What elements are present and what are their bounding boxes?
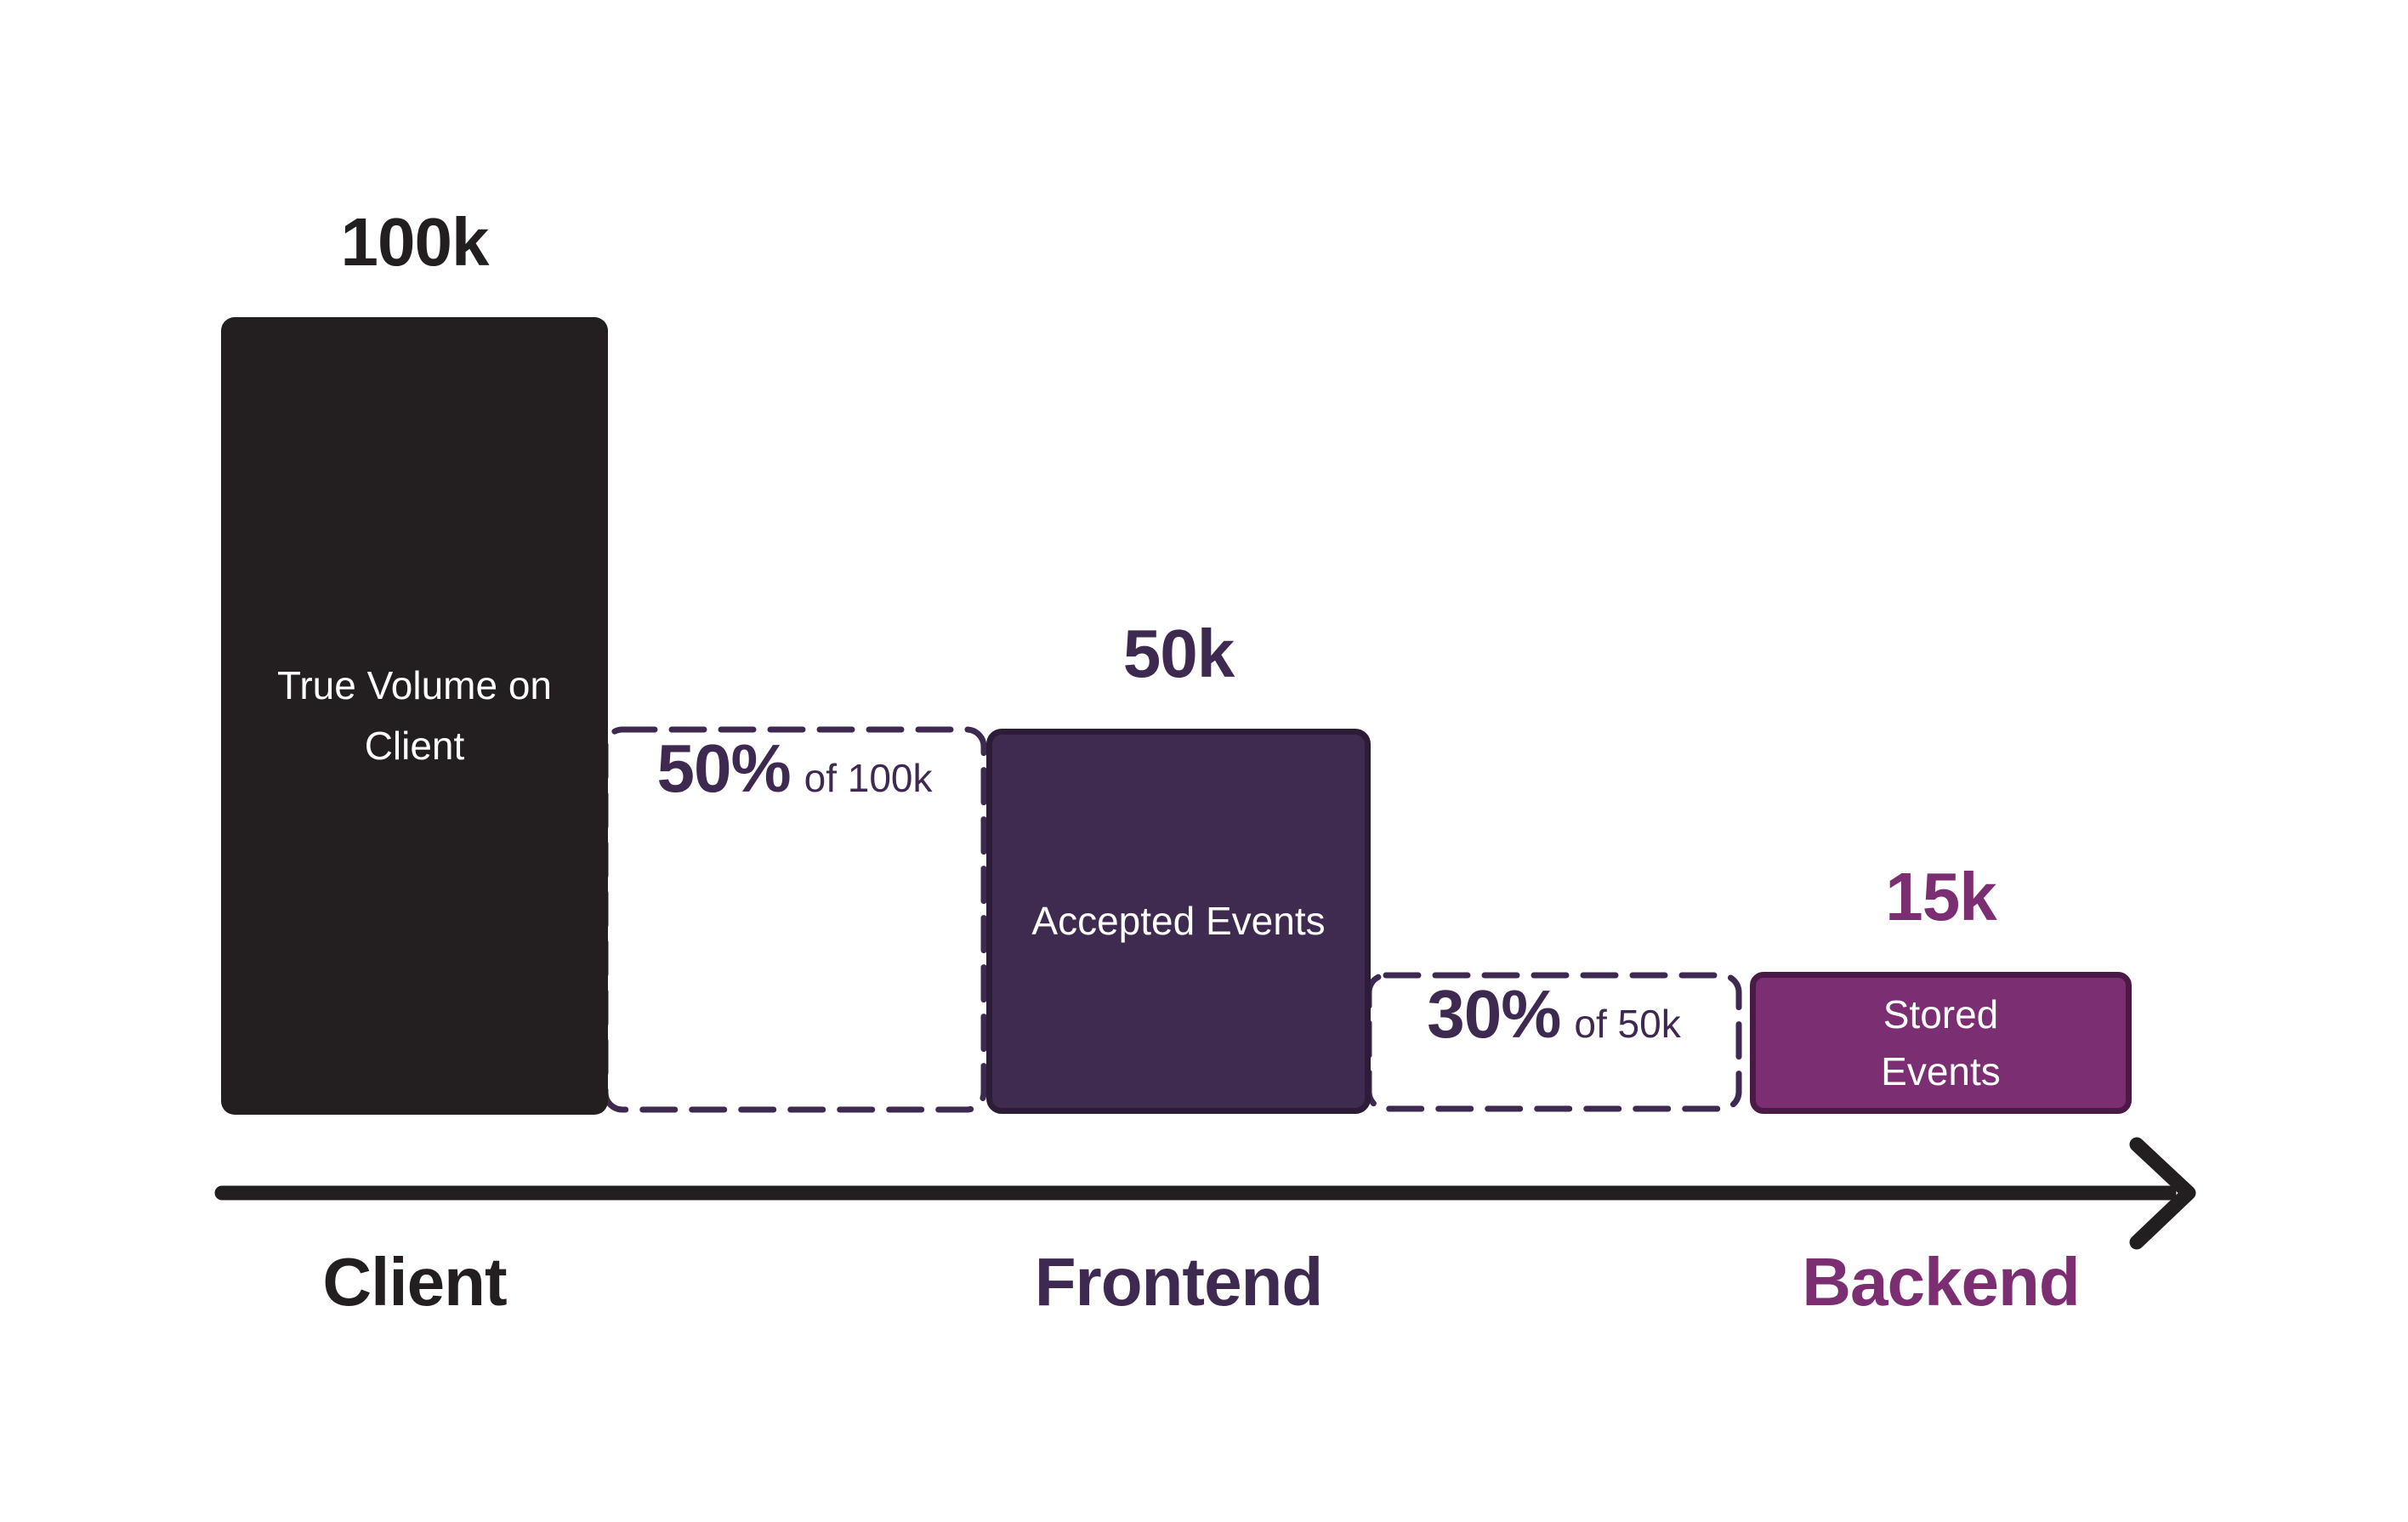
bar-stored-events: Stored Events	[1750, 972, 2132, 1114]
drop-of-backend: of 50k	[1574, 1002, 1681, 1046]
axis-label-backend: Backend	[1802, 1244, 2080, 1320]
flow-arrow-icon	[214, 1137, 2196, 1250]
drop-annotation-frontend: 50% of 100k	[605, 730, 984, 1110]
value-label-client: 100k	[340, 204, 490, 280]
value-label-frontend: 50k	[1122, 616, 1235, 691]
drop-percent-frontend: 50%	[656, 730, 791, 806]
drop-of-frontend: of 100k	[804, 756, 933, 800]
bar-accepted-events: Accepted Events	[986, 729, 1371, 1114]
bar-label-true-volume: True Volume on Client	[276, 662, 553, 768]
drop-annotation-backend: 30% of 50k	[1369, 975, 1739, 1109]
axis-label-frontend: Frontend	[1034, 1244, 1324, 1320]
bar-label-accepted-events: Accepted Events	[1031, 898, 1326, 943]
bar-label-stored-events: Stored Events	[1881, 991, 2001, 1093]
drop-percent-backend: 30%	[1427, 976, 1561, 1052]
value-label-backend: 15k	[1885, 859, 1996, 934]
axis-label-client: Client	[322, 1244, 507, 1320]
bar-true-volume-on-client: True Volume on Client	[221, 317, 608, 1115]
